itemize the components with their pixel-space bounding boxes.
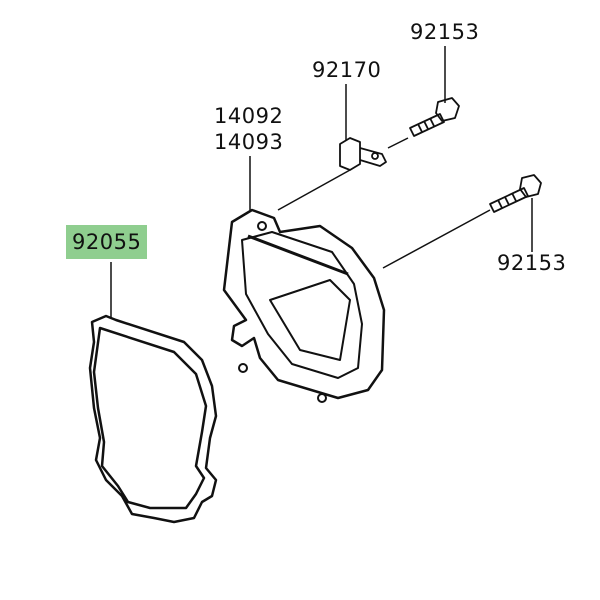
- part-number-cover-b[interactable]: 14093: [214, 130, 284, 154]
- bolt-right-icon: [489, 174, 542, 213]
- part-number-cover-a[interactable]: 14092: [214, 104, 284, 128]
- gasket-icon: [88, 314, 218, 524]
- part-number-bolt-right[interactable]: 92153: [497, 251, 567, 275]
- part-number-gasket-highlighted[interactable]: 92055: [66, 225, 148, 259]
- bolt-top-icon: [409, 97, 460, 137]
- clamp-icon: [339, 137, 387, 171]
- part-number-bolt-top[interactable]: 92153: [410, 20, 480, 44]
- cover-icon: [222, 208, 386, 403]
- part-number-clamp[interactable]: 92170: [312, 58, 382, 82]
- leader-lines: [110, 46, 533, 318]
